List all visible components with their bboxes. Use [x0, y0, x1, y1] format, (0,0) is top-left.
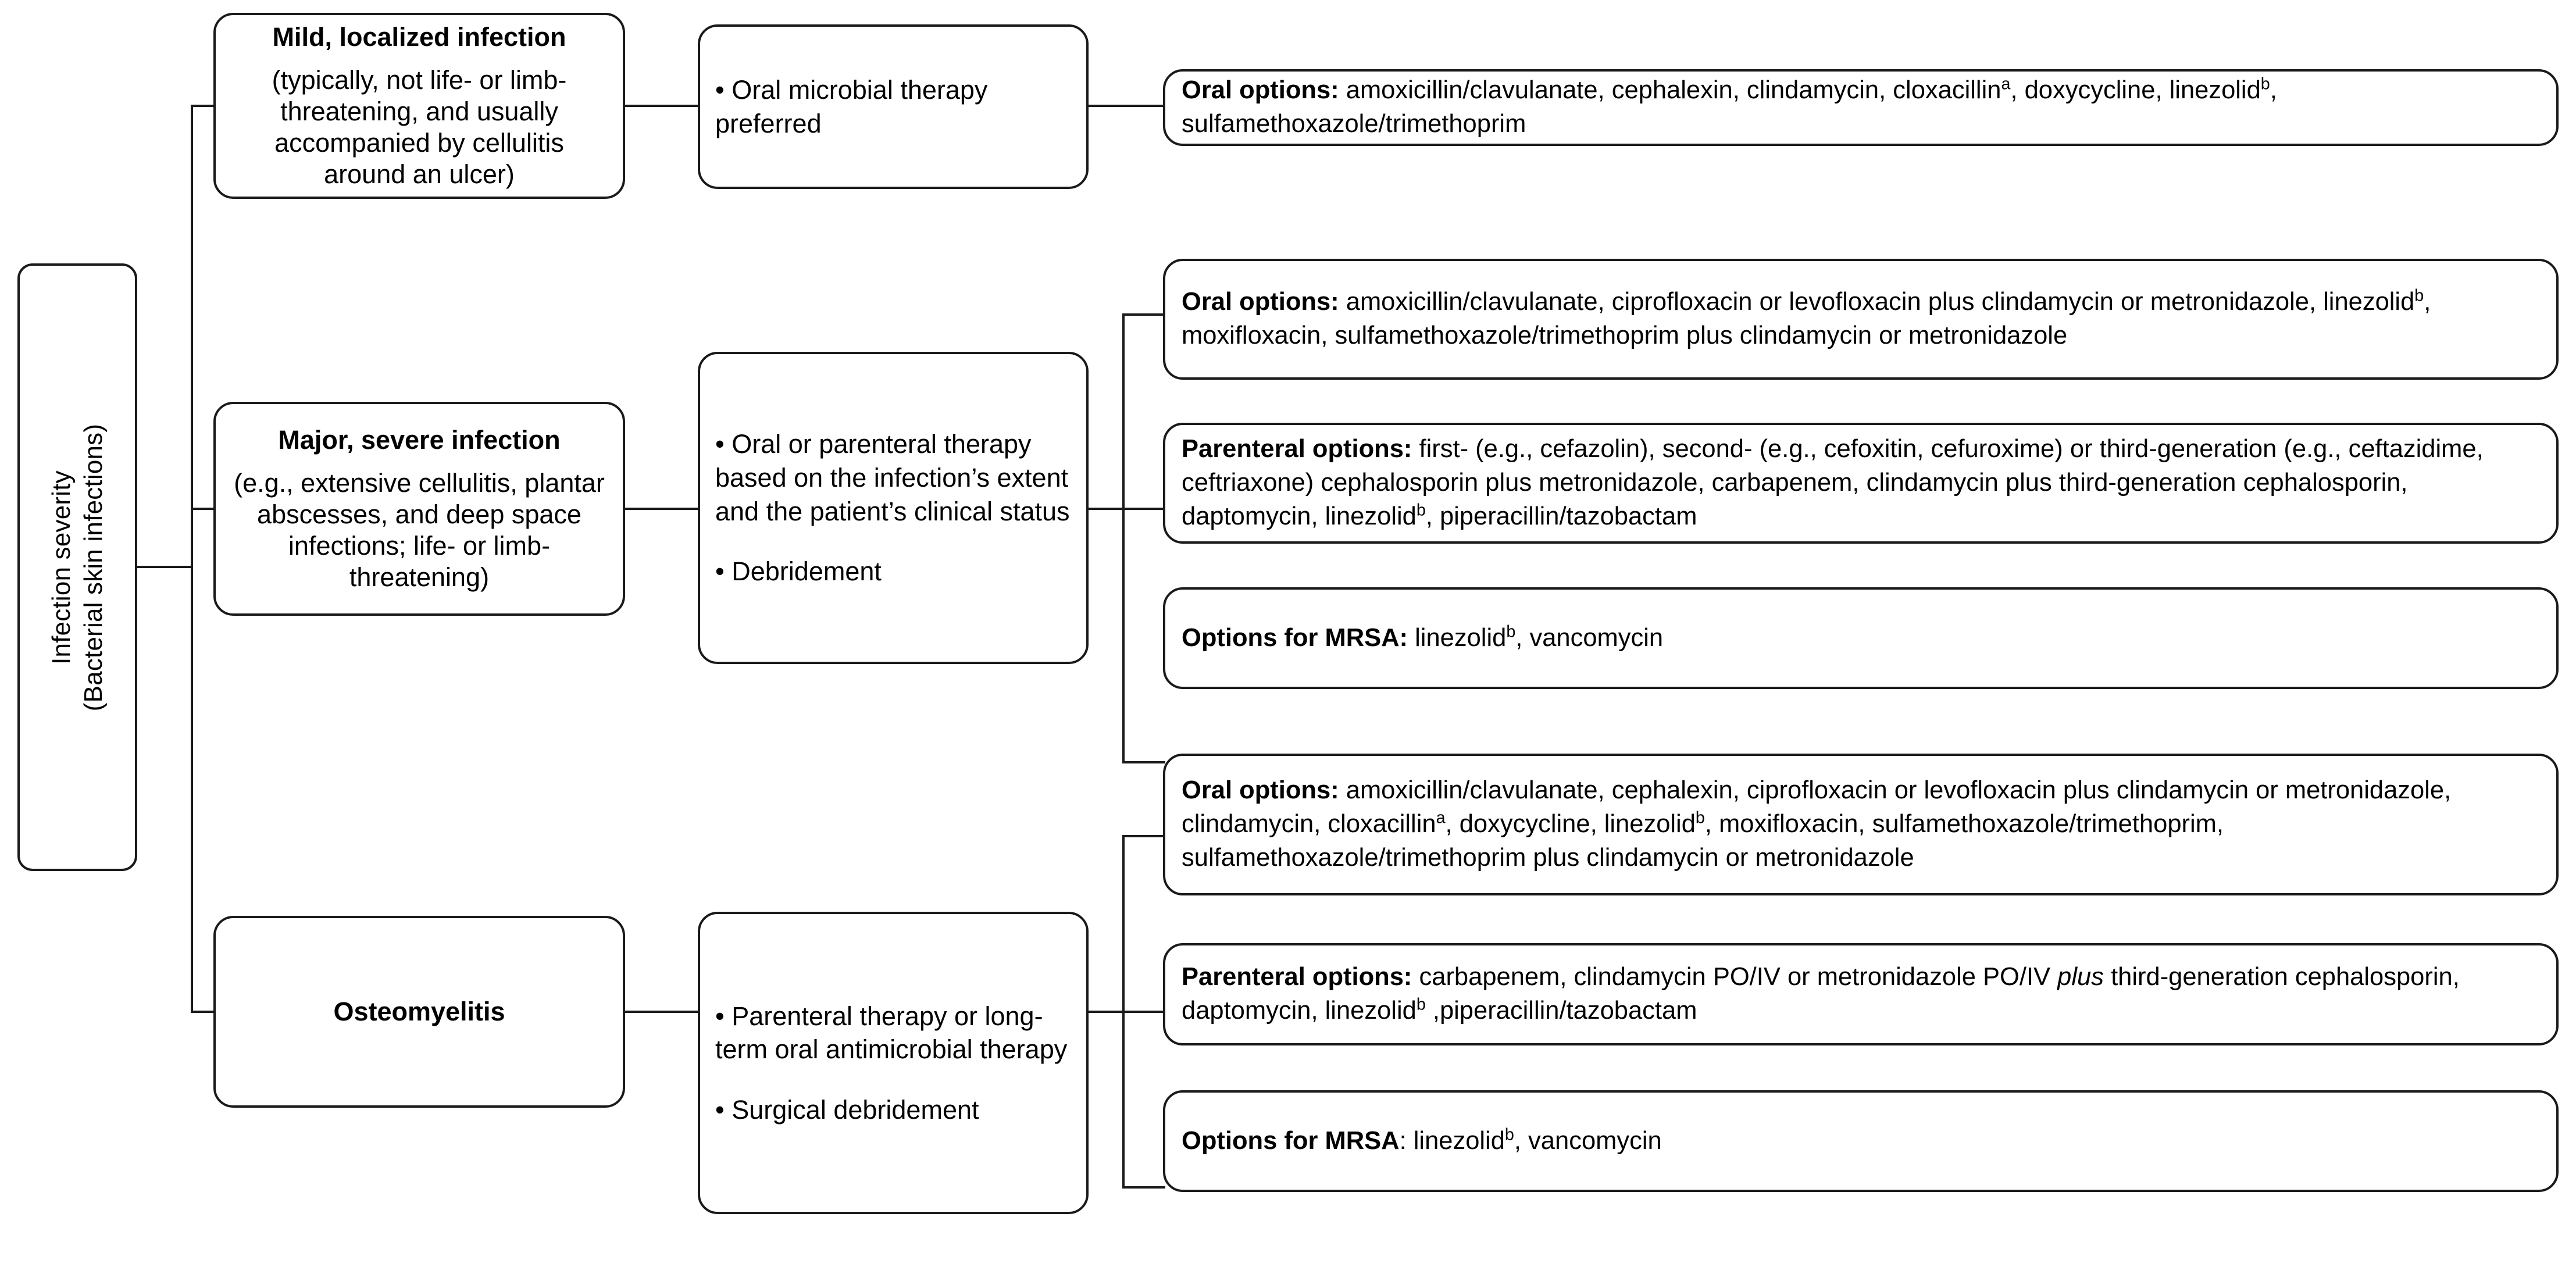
options-body: carbapenem, clindamycin PO/IV or metroni… [1182, 963, 2460, 1025]
options-body: amoxicillin/clavulanate, cephalexin, cli… [1182, 74, 2277, 138]
connector-severe-to-parenteral [1122, 508, 1165, 510]
options-label: Oral options: [1182, 776, 1339, 805]
severity-heading-major-severe: Major, severe infection [278, 425, 561, 455]
treatment-box-major-severe: • Oral or parenteral therapy based on th… [698, 352, 1089, 664]
connector-severe-options-stub [1089, 508, 1125, 510]
severity-box-osteomyelitis: Osteomyelitis [213, 916, 625, 1108]
connector-osteo-to-parenteral [1122, 1011, 1165, 1013]
treatment-bullet: • Debridement [715, 556, 882, 587]
connector-osteo-to-mrsa [1122, 1186, 1165, 1189]
severity-detail-major-severe: (e.g., extensive cellulitis, plantar abs… [234, 468, 605, 592]
options-label: Parenteral options: [1182, 435, 1412, 463]
connector-root-branch-mild [191, 105, 216, 107]
connector-root-trunk [191, 105, 193, 1013]
options-body: amoxicillin/clavulanate, cephalexin, cip… [1182, 776, 2452, 872]
treatment-box-osteomyelitis: • Parenteral therapy or long-term oral a… [698, 912, 1089, 1214]
connector-severe-to-mrsa [1122, 761, 1165, 763]
connector-osteo-to-treatment [625, 1011, 699, 1013]
severity-heading-osteomyelitis: Osteomyelitis [333, 997, 505, 1026]
options-label: Options for MRSA: [1182, 623, 1408, 652]
options-label: Options for MRSA [1182, 1126, 1400, 1155]
root-node-label: Infection severity (Bacterial skin infec… [45, 423, 109, 711]
root-node-infection-severity: Infection severity (Bacterial skin infec… [17, 263, 137, 871]
options-body: : linezolidb, vancomycin [1399, 1125, 1662, 1155]
options-box-severe-oral: Oral options: amoxicillin/clavulanate, c… [1163, 259, 2559, 380]
connector-osteo-to-oral [1122, 835, 1165, 837]
severity-box-major-severe: Major, severe infection (e.g., extensive… [213, 402, 625, 616]
options-box-mild-oral: Oral options: amoxicillin/clavulanate, c… [1163, 69, 2559, 146]
treatment-box-mild: • Oral microbial therapy preferred [698, 24, 1089, 189]
options-box-osteo-parenteral: Parenteral options: carbapenem, clindamy… [1163, 943, 2559, 1045]
options-body: linezolidb, vancomycin [1408, 622, 1664, 652]
options-box-osteo-oral: Oral options: amoxicillin/clavulanate, c… [1163, 754, 2559, 895]
severity-box-mild: Mild, localized infection (typically, no… [213, 13, 625, 199]
treatment-bullet: • Surgical debridement [715, 1094, 979, 1125]
options-label: Oral options: [1182, 76, 1339, 105]
options-body: first- (e.g., cefazolin), second- (e.g.,… [1182, 435, 2484, 530]
connector-root-stub [137, 566, 193, 568]
root-node-line2: (Bacterial skin infections) [79, 423, 108, 711]
treatment-bullet: • Parenteral therapy or long-term oral a… [715, 1001, 1068, 1065]
connector-mild-to-options [1089, 105, 1165, 107]
options-box-severe-mrsa: Options for MRSA: linezolidb, vancomycin [1163, 587, 2559, 689]
root-node-line1: Infection severity [47, 470, 76, 665]
connector-severe-to-oral [1122, 313, 1165, 316]
treatment-bullet: • Oral microbial therapy preferred [715, 74, 988, 138]
options-label: Parenteral options: [1182, 963, 1412, 991]
treatment-bullet: • Oral or parenteral therapy based on th… [715, 429, 1070, 526]
connector-root-branch-severe [191, 508, 216, 510]
options-body: amoxicillin/clavulanate, ciprofloxacin o… [1182, 286, 2431, 349]
connector-root-branch-osteo [191, 1011, 216, 1013]
connector-severe-options-trunk [1122, 313, 1125, 763]
connector-osteo-options-stub [1089, 1011, 1125, 1013]
options-box-severe-parenteral: Parenteral options: first- (e.g., cefazo… [1163, 423, 2559, 544]
severity-detail-mild: (typically, not life- or limb-threatenin… [272, 65, 567, 189]
severity-heading-mild: Mild, localized infection [272, 22, 566, 52]
options-box-osteo-mrsa: Options for MRSA: linezolidb, vancomycin [1163, 1090, 2559, 1192]
options-label: Oral options: [1182, 288, 1339, 316]
connector-severe-to-treatment [625, 508, 699, 510]
connector-mild-to-treatment [625, 105, 699, 107]
